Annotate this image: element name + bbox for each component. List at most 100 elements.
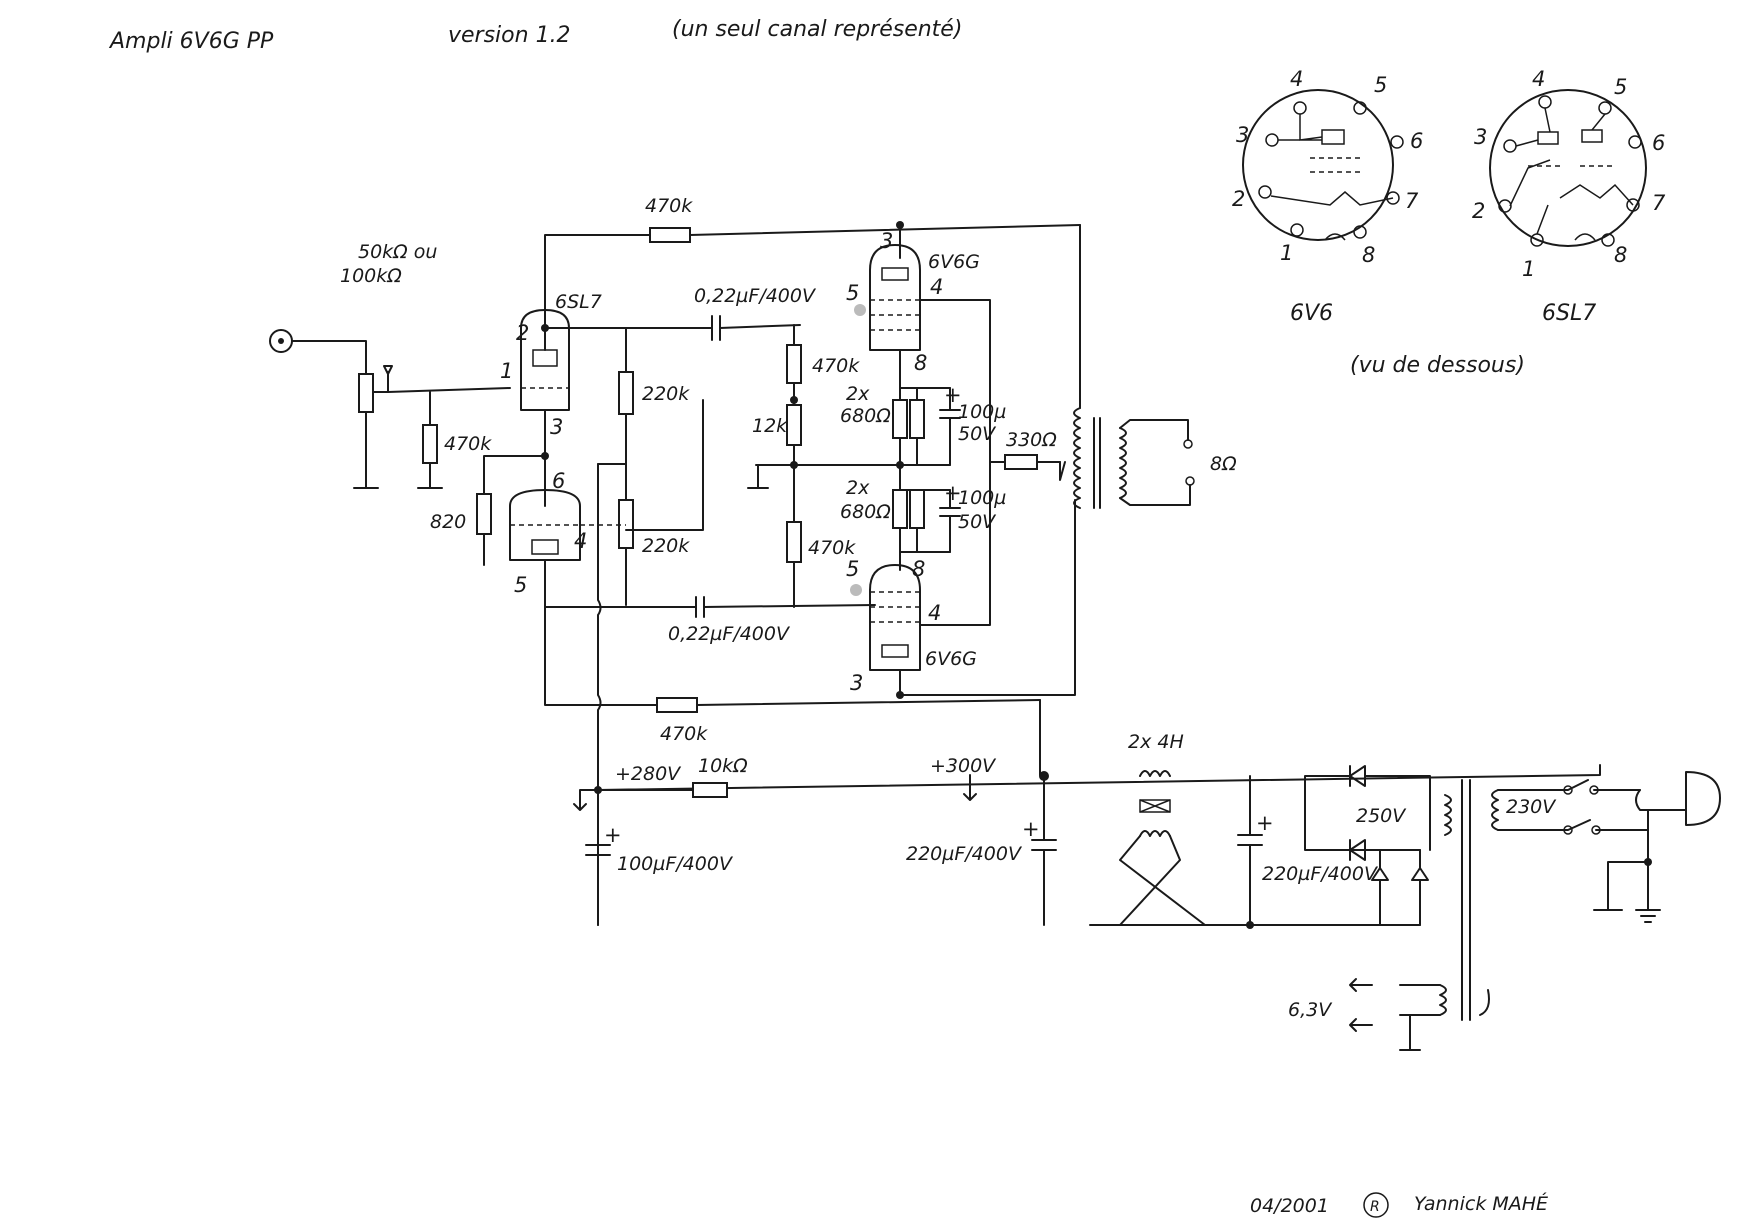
cap-300-plus: + [1022,817,1040,841]
pinout-6v6: 4 5 3 6 2 7 1 8 6V6 [1232,67,1423,326]
tube-6v6-top-label: 6V6G [928,251,980,273]
pin-6v6-4: 4 [1290,67,1303,91]
cap-280-plus: + [604,823,622,847]
secondary-voltage-label: 250V [1356,805,1407,827]
6sl7-pin1-label: 1 [500,359,513,383]
cap-reservoir-label: 220µF/400V [1262,863,1379,885]
pin-6v6-1: 1 [1280,241,1293,265]
cathode-res-top-val: 680Ω [840,405,891,427]
coupling-cap-top-label: 0,22µF/400V [694,285,817,307]
cap-bottom-plus: + [944,481,962,505]
footer: 04/2001 R Yannick MAHÉ [1250,1192,1548,1218]
coupling-cap-bottom: 0,22µF/400V [544,596,876,645]
phase-splitter: 220k 220k [544,327,713,926]
pin-6v6-3: 3 [1236,123,1249,147]
load-label: 8Ω [1210,453,1237,475]
screen-resistor-label: 330Ω [1006,429,1057,451]
choke-label: 2x 4H [1128,731,1184,753]
6v6-bottom-pin4-label: 4 [928,601,941,625]
cathode-resistor-820: 820 [430,455,546,566]
power-supply: +280V 10kΩ + 100µF/400V +300V + 220µF/40… [573,699,1721,1051]
coupling-cap-bottom-label: 0,22µF/400V [668,623,791,645]
cathode-res-bottom-qty: 2x [846,477,870,499]
cathode-network-bottom: + 2x 680Ω 100µ 50V [840,464,1006,561]
mains-plug-icon [1685,771,1721,826]
6v6-top-pin4-label: 4 [930,275,943,299]
input-section: 50kΩ ou 100kΩ 470k [269,241,511,489]
footer-author: Yannick MAHÉ [1414,1192,1548,1215]
feedback-bottom-label: 470k [660,723,708,745]
pot-label-2: 100kΩ [340,265,402,287]
pinout-caption: (vu de dessous) [1350,353,1525,378]
grid-resistor-label: 470k [444,433,492,455]
pin-6sl7-3: 3 [1474,125,1487,149]
ground-icon [1635,861,1661,923]
tube-6v6-bottom-label: 6V6G [925,648,977,670]
plate-rails: 470k [544,224,1081,745]
output-transformer: 8Ω [1059,407,1237,509]
pin-6v6-5: 5 [1374,73,1387,97]
grid-leak-top-label: 470k [812,355,860,377]
grid-divider: 470k 12k 470k [747,324,901,608]
pinout-6sl7: 4 5 3 6 2 7 1 8 6SL7 [1472,67,1666,326]
pot-label-1: 50kΩ ou [358,241,437,263]
pin-6sl7-4: 4 [1532,67,1545,91]
cathode-resistor-label: 820 [430,511,466,533]
cathode-cap-top-val: 100µ [958,401,1006,423]
6sl7-pin3-label: 3 [550,415,563,439]
6sl7-pin2-label: 2 [516,321,529,345]
6sl7-pin6-label: 6 [552,469,565,493]
copyright-icon: R [1370,1199,1380,1215]
coupling-cap-top: 0,22µF/400V [694,285,817,341]
cathode-network-top: + 2x 680Ω 100µ 50V [840,371,1006,469]
screen-bus: 330Ω [919,299,1061,626]
cathode-res-top-qty: 2x [846,383,870,405]
pin-6v6-7: 7 [1405,189,1419,213]
heater-voltage-label: 6,3V [1288,999,1333,1021]
grid-leak-bottom-label: 470k [808,537,856,559]
pin-6sl7-1: 1 [1522,257,1535,281]
tube-6sl7: 6SL7 2 1 3 6 4 5 [500,291,602,606]
cap-300-label: 220µF/400V [906,843,1023,865]
footer-date: 04/2001 [1250,1195,1329,1217]
6sl7-pin4-label: 4 [574,529,587,553]
rail-300-label: +300V [930,755,997,777]
pin-6v6-6: 6 [1410,129,1423,153]
cap-reservoir-plus: + [1256,811,1274,835]
pin-6sl7-8: 8 [1614,243,1627,267]
grid-resistor [422,424,438,464]
pin-6sl7-2: 2 [1472,199,1485,223]
pin-6sl7-5: 5 [1614,75,1627,99]
6v6-bottom-pin5-label: 5 [846,557,859,581]
6v6-bottom-pin3-label: 3 [850,671,863,695]
cap-280-label: 100µF/400V [617,853,734,875]
mains-voltage-label: 230V [1506,796,1557,818]
divider-resistor-label: 12k [752,415,788,437]
pin-6v6-2: 2 [1232,187,1245,211]
feedback-top: 470k [544,195,1081,329]
pinout-6v6-name: 6V6 [1290,301,1333,326]
6v6-top-pin8-label: 8 [914,351,927,375]
volume-pot [358,373,374,413]
plate-resistor-1-label: 220k [642,383,690,405]
tube-6v6-bottom: 8 5 4 6V6G 3 [846,557,977,699]
cathode-res-bottom-val: 680Ω [840,501,891,523]
tube-6v6-top: 3 6V6G 5 4 8 [846,221,980,375]
title-block: Ampli 6V6G PP version 1.2 (un seul canal… [108,17,962,54]
pin-6sl7-6: 6 [1652,131,1665,155]
title-note: (un seul canal représenté) [672,17,962,42]
pin-6sl7-7: 7 [1652,191,1666,215]
pinout-6sl7-name: 6SL7 [1542,301,1596,326]
6sl7-pin5-label: 5 [514,573,527,597]
pin-6v6-8: 8 [1362,243,1375,267]
cathode-cap-bottom-volt: 50V [958,511,997,533]
cap-top-plus: + [944,383,962,407]
6v6-top-pin5-label: 5 [846,281,859,305]
6v6-bottom-pin8-label: 8 [912,557,925,581]
tube-6sl7-label: 6SL7 [555,291,602,313]
cathode-cap-bottom-val: 100µ [958,487,1006,509]
drop-resistor-label: 10kΩ [698,755,748,777]
feedback-top-label: 470k [645,195,693,217]
title-version: version 1.2 [448,23,571,48]
